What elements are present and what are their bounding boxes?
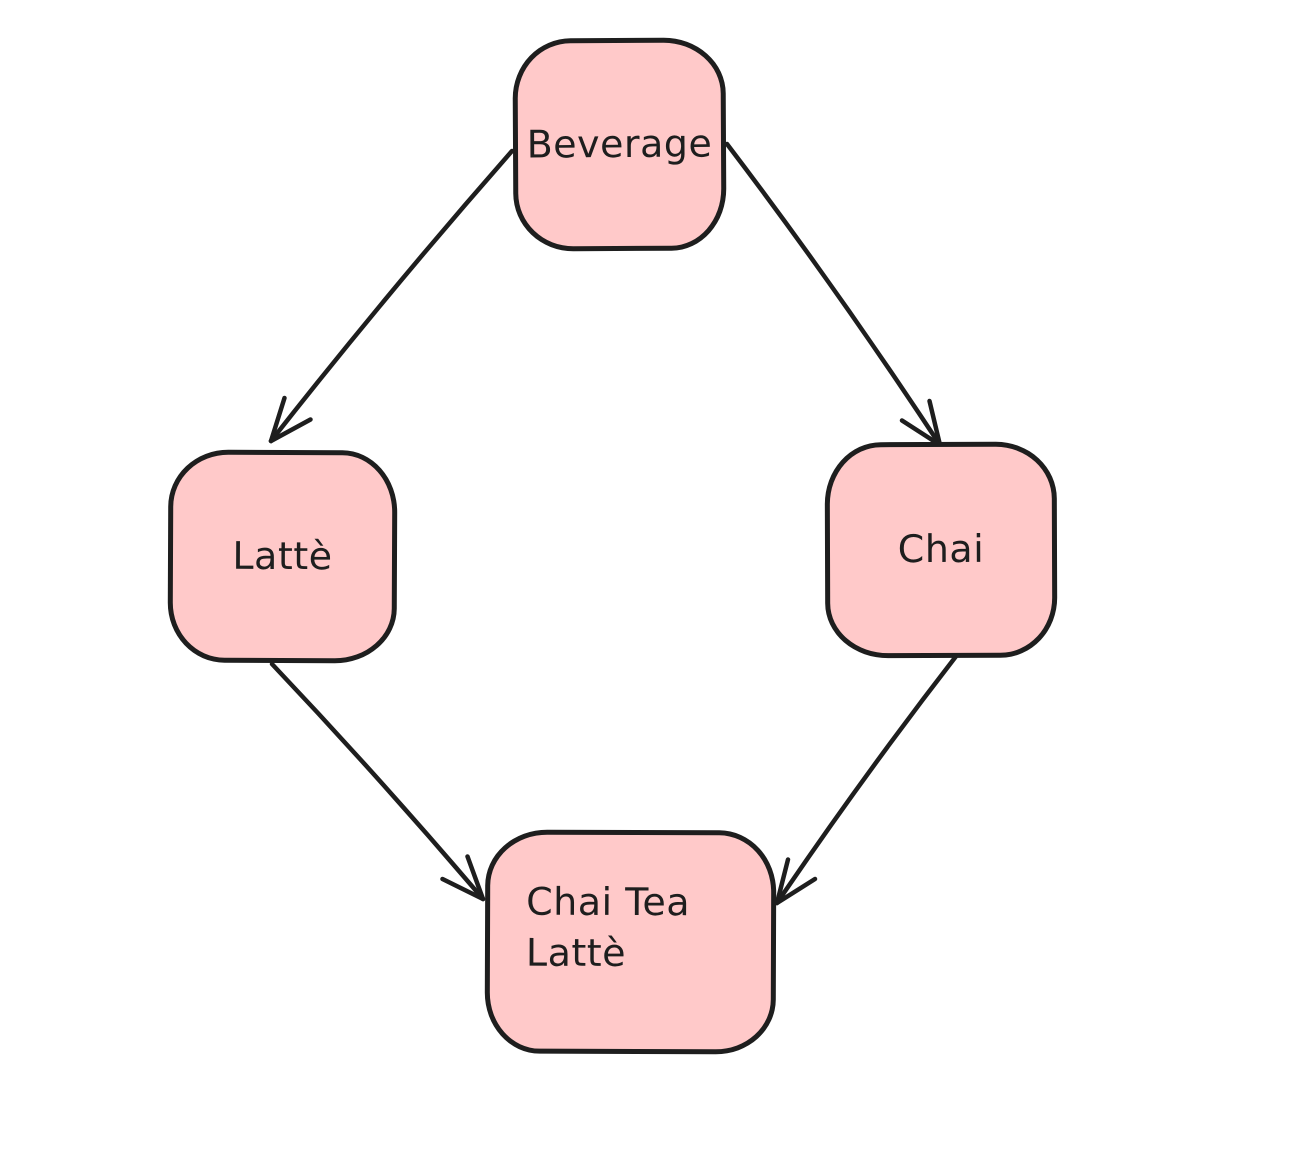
node-beverage: Beverage	[512, 37, 727, 252]
edge-latte-to-chai-tea-latte	[269, 661, 486, 902]
edge-line	[268, 148, 515, 444]
node-chai: Chai	[824, 441, 1058, 659]
edge-chai-to-chai-tea-latte	[774, 652, 960, 906]
node-label: Beverage	[526, 121, 713, 167]
edge-beverage-to-latte	[268, 148, 515, 444]
arrowhead-barb	[268, 395, 287, 444]
edge-line	[774, 652, 960, 906]
edge-beverage-to-chai	[724, 141, 943, 448]
node-label: Lattè	[232, 533, 333, 579]
arrowhead-barb	[268, 417, 313, 444]
node-latte: Lattè	[167, 449, 398, 664]
node-chai-tea-latte: Chai Tea Lattè	[484, 829, 777, 1055]
arrowhead-barb	[440, 876, 486, 902]
arrowhead-barb	[774, 857, 791, 906]
arrowhead-barb	[465, 854, 486, 902]
node-label: Chai Tea Lattè	[525, 879, 691, 976]
arrowhead-barb	[774, 876, 818, 906]
edge-line	[724, 141, 943, 448]
edge-line	[269, 661, 486, 902]
node-label: Chai	[897, 527, 985, 572]
arrowhead-barb	[927, 398, 943, 448]
